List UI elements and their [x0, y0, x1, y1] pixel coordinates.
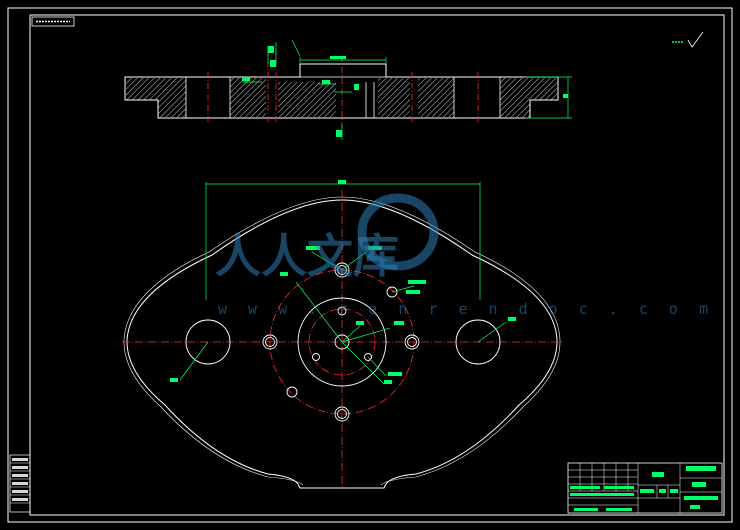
- surface-finish-note: [672, 31, 704, 48]
- plan-view: [122, 180, 562, 489]
- center-boss: [297, 297, 387, 387]
- hatch-left-step: [158, 100, 186, 117]
- small-hole-right: [364, 353, 372, 361]
- surface-finish-check-icon: [687, 31, 704, 48]
- pin-hole-upper-right: [386, 286, 398, 298]
- watermark-logo-ring: [357, 193, 439, 271]
- revision-strip: [9, 454, 31, 513]
- center-bore: [334, 334, 350, 350]
- small-hole-left: [312, 353, 320, 361]
- bolt-hole-left: [262, 334, 278, 350]
- hatch-hub-right: [378, 78, 410, 117]
- watermark-brand: 人人文库: [215, 229, 399, 283]
- watermark: 人人文库 w w w . r e n r e n d o c . c o m: [215, 193, 714, 318]
- inner-frame: [29, 14, 725, 516]
- bolt-hole-top: [334, 262, 350, 278]
- outer-frame: [7, 7, 733, 523]
- inner-bolt-circle: [308, 308, 376, 376]
- bolt-hole-right: [404, 334, 420, 350]
- pin-hole-lower-left: [286, 386, 298, 398]
- hatch-hub-left: [230, 78, 266, 117]
- drawing-code-box: [31, 16, 75, 27]
- bolt-hole-bottom: [334, 406, 350, 422]
- right-large-hole: [455, 319, 501, 365]
- watermark-url: w w w . r e n r e n d o c . c o m: [218, 300, 714, 318]
- section-outline: [124, 63, 559, 119]
- section-view: [124, 39, 572, 140]
- hatch-right-step: [500, 100, 530, 117]
- hatch-right-mid: [418, 78, 454, 117]
- title-block: [567, 462, 723, 514]
- small-hole-upper: [337, 306, 347, 316]
- hatch-center: [278, 82, 336, 117]
- hatch-right-flange: [500, 78, 557, 100]
- left-large-hole: [185, 319, 231, 365]
- hatch-left-flange: [126, 78, 186, 100]
